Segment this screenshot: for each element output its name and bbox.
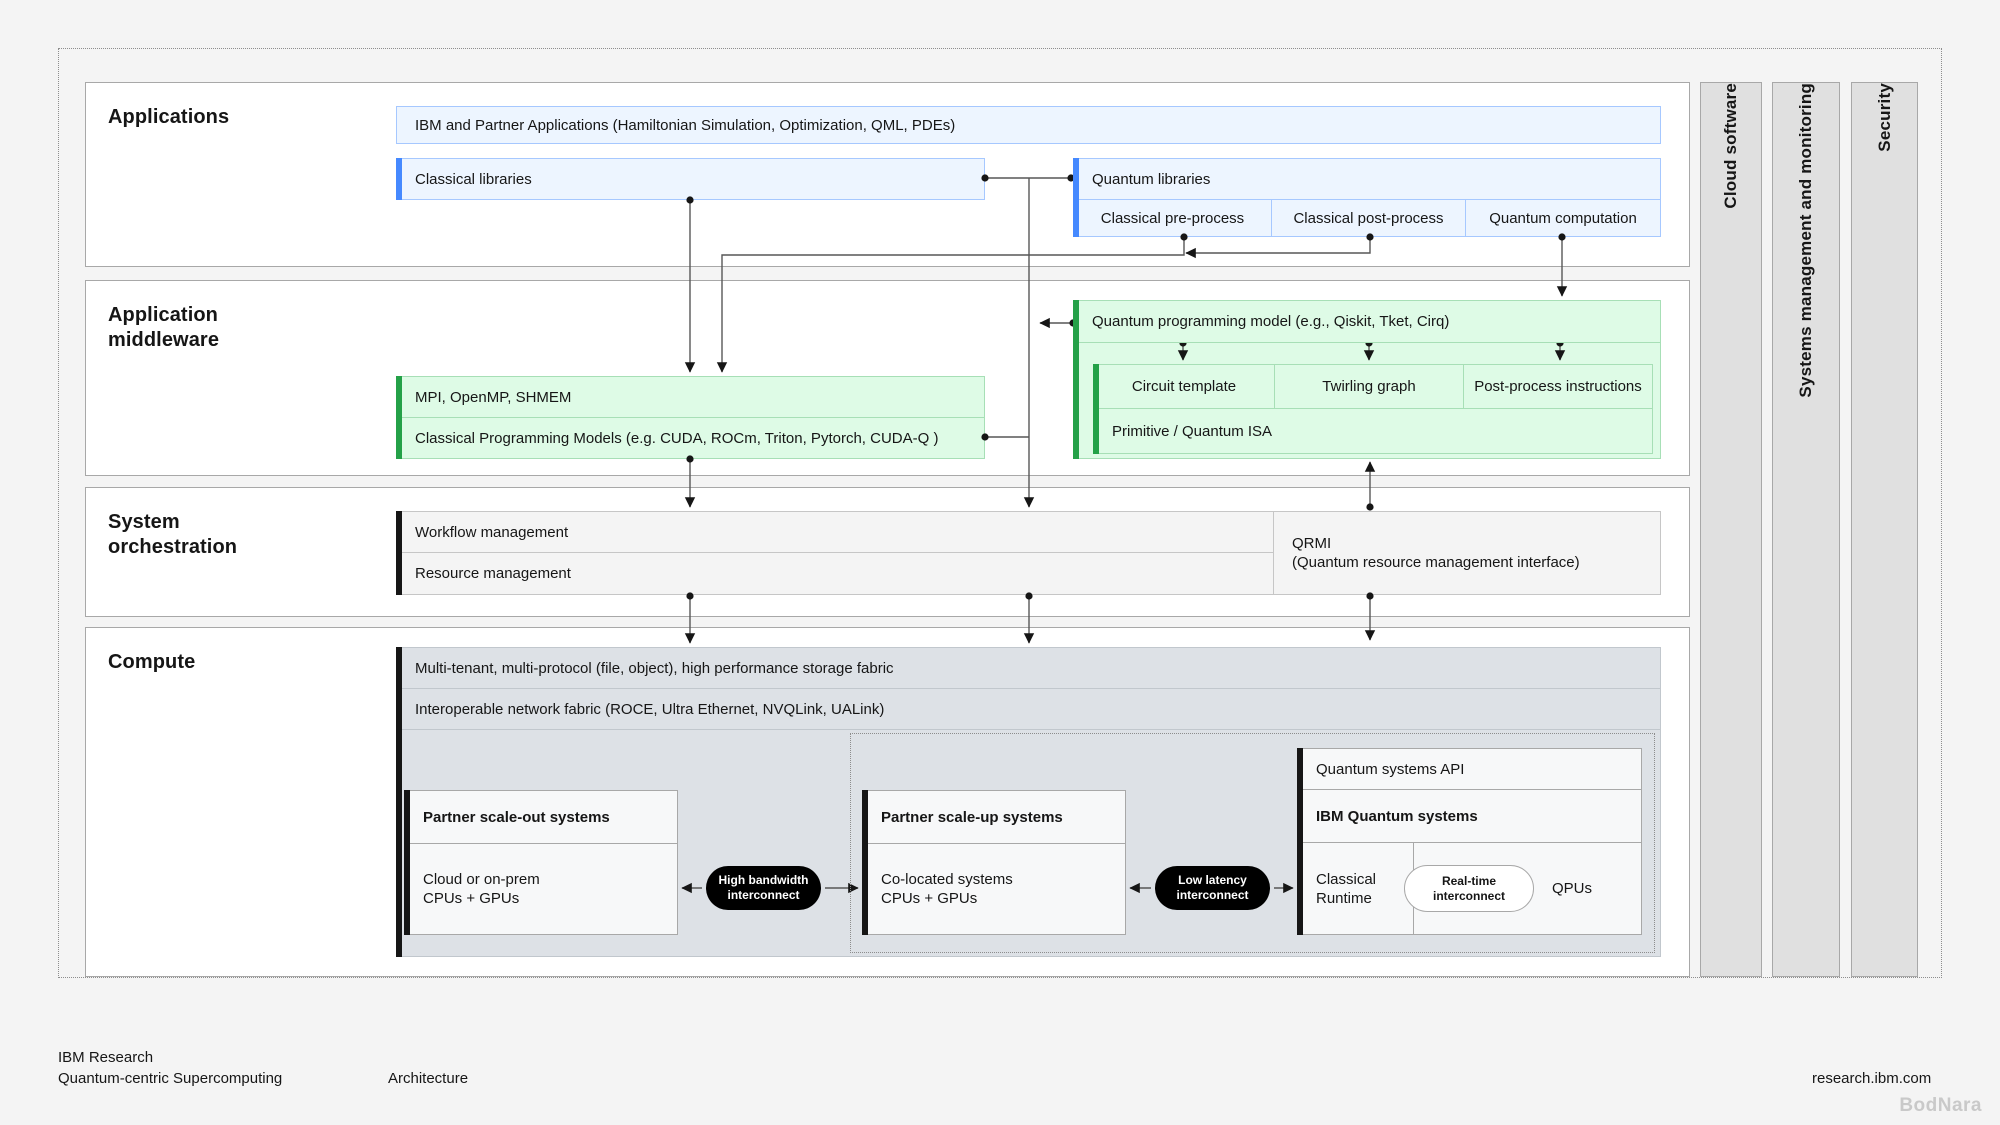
- box-quantum-libraries[interactable]: Quantum libraries: [1073, 158, 1661, 200]
- box-label: Partner scale-up systems: [881, 808, 1063, 826]
- box-post-process-instructions[interactable]: Post-process instructions: [1463, 364, 1653, 409]
- accent-bar-orchestration: [396, 511, 402, 595]
- column-label: Cloud software: [1721, 83, 1740, 209]
- accent-bar-quantum-submodules: [1093, 364, 1099, 454]
- box-label: QRMI (Quantum resource management interf…: [1292, 535, 1580, 571]
- accent-bar-scale-up: [862, 790, 868, 935]
- column-label: Security: [1874, 83, 1894, 152]
- box-classical-libraries[interactable]: Classical libraries: [396, 158, 985, 200]
- box-circuit-template[interactable]: Circuit template: [1093, 364, 1275, 409]
- box-classical-pre-process[interactable]: Classical pre-process: [1073, 199, 1272, 237]
- box-label: Quantum computation: [1489, 209, 1637, 227]
- box-mpi-openmp-shmem[interactable]: MPI, OpenMP, SHMEM: [396, 376, 985, 418]
- footer-section: Architecture: [388, 1070, 469, 1087]
- box-twirling-graph[interactable]: Twirling graph: [1274, 364, 1464, 409]
- colocated-quantum-dotted-group: [850, 733, 1655, 953]
- box-label: Classical pre-process: [1100, 209, 1245, 227]
- box-label: Multi-tenant, multi-protocol (file, obje…: [415, 659, 894, 677]
- box-scale-up-title[interactable]: Partner scale-up systems: [862, 790, 1126, 844]
- pill-label: High bandwidth interconnect: [718, 873, 809, 902]
- box-label: Primitive / Quantum ISA: [1112, 422, 1273, 440]
- qpus-label: QPUs: [1552, 880, 1593, 897]
- box-qrmi[interactable]: QRMI (Quantum resource management interf…: [1273, 511, 1661, 595]
- box-label: Partner scale-out systems: [423, 808, 610, 826]
- pill-label: Real-time interconnect: [1432, 873, 1505, 903]
- box-network-fabric[interactable]: Interoperable network fabric (ROCE, Ultr…: [396, 688, 1661, 730]
- box-ibm-quantum-systems-title[interactable]: IBM Quantum systems: [1297, 789, 1642, 843]
- pill-low-latency-interconnect[interactable]: Low latency interconnect: [1155, 866, 1270, 910]
- box-label: Circuit template: [1131, 378, 1237, 395]
- column-security[interactable]: Security: [1851, 82, 1918, 977]
- column-systems-management[interactable]: Systems management and monitoring: [1772, 82, 1840, 977]
- layer-title-compute: Compute: [108, 651, 196, 673]
- box-label: Quantum programming model (e.g., Qiskit,…: [1092, 313, 1450, 330]
- accent-bar-compute: [396, 647, 402, 957]
- pill-realtime-interconnect[interactable]: Real-time interconnect: [1404, 865, 1534, 912]
- box-label: Twirling graph: [1322, 378, 1416, 395]
- qpus-label-wrap: QPUs: [1552, 842, 1642, 935]
- layer-title-applications: Applications: [108, 106, 230, 128]
- accent-bar-classical-libraries: [396, 158, 402, 200]
- accent-bar-scale-out: [404, 790, 410, 935]
- box-label: Classical post-process: [1293, 209, 1444, 227]
- box-label: Resource management: [415, 565, 571, 582]
- box-label: Post-process instructions: [1474, 378, 1642, 395]
- watermark: BodNara: [1899, 1095, 1982, 1116]
- pill-high-bandwidth-interconnect[interactable]: High bandwidth interconnect: [706, 866, 821, 910]
- box-label: Quantum libraries: [1092, 170, 1211, 188]
- box-workflow-management[interactable]: Workflow management: [396, 511, 1274, 553]
- box-label: Classical libraries: [415, 170, 532, 188]
- box-label: Interoperable network fabric (ROCE, Ultr…: [415, 700, 885, 718]
- box-quantum-systems-api[interactable]: Quantum systems API: [1297, 748, 1642, 790]
- layer-title-application-middleware: Application middleware: [108, 304, 220, 351]
- box-label: Quantum systems API: [1316, 760, 1465, 778]
- footer-url: research.ibm.com: [1812, 1070, 1932, 1087]
- box-scale-out-body[interactable]: Cloud or on-prem CPUs + GPUs: [404, 843, 678, 935]
- box-quantum-programming-model[interactable]: Quantum programming model (e.g., Qiskit,…: [1073, 300, 1661, 343]
- box-scale-up-body[interactable]: Co-located systems CPUs + GPUs: [862, 843, 1126, 935]
- box-primitive-quantum-isa[interactable]: Primitive / Quantum ISA: [1093, 408, 1653, 454]
- pill-label: Low latency interconnect: [1176, 873, 1249, 902]
- accent-bar-classical-middleware: [396, 376, 402, 459]
- box-label: IBM Quantum systems: [1316, 807, 1478, 825]
- accent-bar-quantum-libraries: [1073, 158, 1079, 237]
- box-label: Workflow management: [415, 523, 569, 541]
- accent-bar-ibm-quantum-systems: [1297, 748, 1303, 935]
- box-label: Cloud or on-prem CPUs + GPUs: [423, 871, 540, 907]
- box-label: Co-located systems CPUs + GPUs: [881, 871, 1013, 907]
- box-scale-out-title[interactable]: Partner scale-out systems: [404, 790, 678, 844]
- column-cloud-software[interactable]: Cloud software: [1700, 82, 1762, 977]
- accent-bar-quantum-middleware: [1073, 300, 1079, 459]
- box-label: Classical Programming Models (e.g. CUDA,…: [415, 429, 939, 447]
- box-ibm-partner-applications[interactable]: IBM and Partner Applications (Hamiltonia…: [396, 106, 1661, 144]
- box-classical-programming-models[interactable]: Classical Programming Models (e.g. CUDA,…: [396, 417, 985, 459]
- box-quantum-computation[interactable]: Quantum computation: [1465, 199, 1661, 237]
- box-resource-management[interactable]: Resource management: [396, 552, 1274, 595]
- footer-org: IBM Research Quantum-centric Supercomput…: [58, 1049, 283, 1087]
- box-label: IBM and Partner Applications (Hamiltonia…: [415, 116, 956, 134]
- box-storage-fabric[interactable]: Multi-tenant, multi-protocol (file, obje…: [396, 647, 1661, 689]
- column-label: Systems management and monitoring: [1796, 83, 1815, 398]
- box-label: Classical Runtime: [1316, 870, 1377, 907]
- box-classical-post-process[interactable]: Classical post-process: [1271, 199, 1466, 237]
- layer-title-system-orchestration: System orchestration: [108, 511, 238, 558]
- box-label: MPI, OpenMP, SHMEM: [415, 388, 572, 406]
